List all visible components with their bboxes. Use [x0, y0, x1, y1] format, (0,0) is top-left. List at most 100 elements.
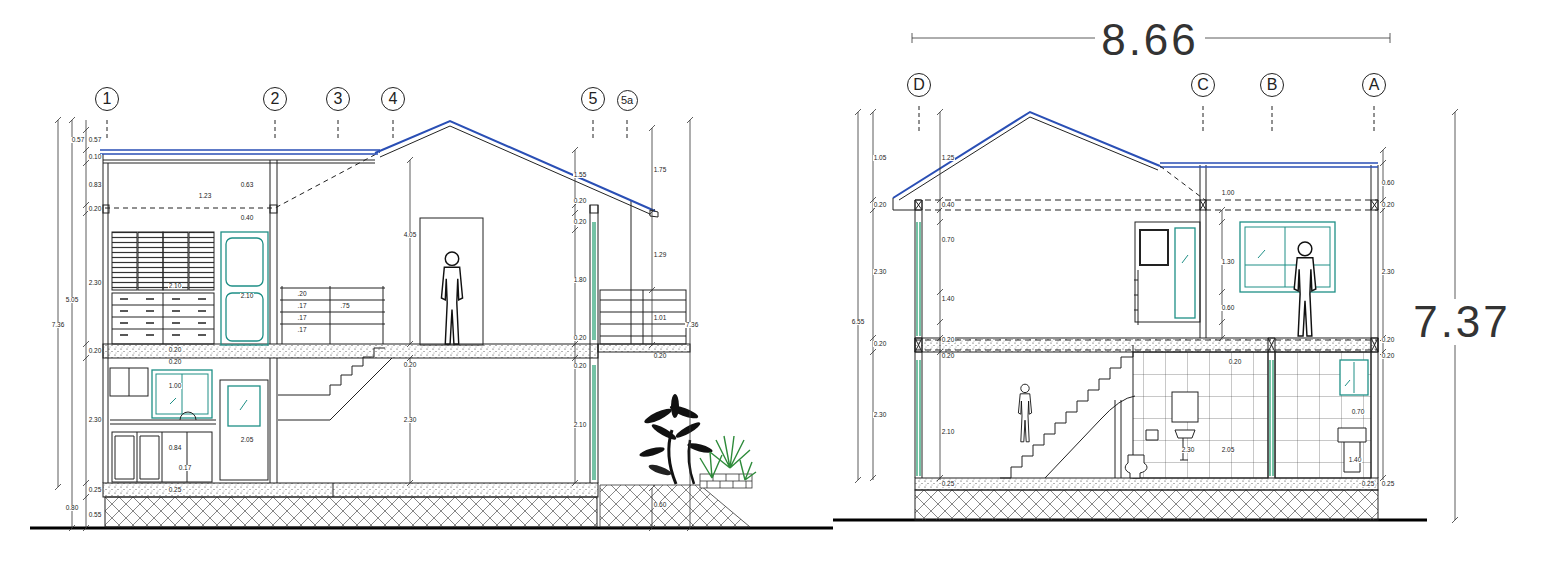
dimension-line [83, 147, 89, 153]
dimension-line [407, 480, 413, 486]
dimension-line [937, 219, 943, 225]
plants [639, 445, 666, 458]
left-section [280, 286, 385, 344]
dimension-text: .17 [296, 315, 307, 322]
dimension-text: 0.25 [1361, 481, 1376, 488]
dimension-text: 0.20 [168, 359, 183, 366]
grid-bubble: A [1362, 73, 1386, 97]
left-section [278, 348, 385, 395]
dimension-line [1452, 109, 1458, 115]
dimension-text: 2.10 [573, 422, 588, 429]
left-section [420, 218, 483, 345]
dimension-text: 0.25 [88, 487, 103, 494]
dimension-text: 0.60 [1221, 305, 1236, 312]
right-section [1135, 222, 1200, 322]
dimension-line [858, 112, 859, 480]
right-section [1146, 430, 1158, 440]
dimension-line [649, 525, 655, 531]
dimension-line [1452, 517, 1458, 523]
dimension-text: .17 [296, 327, 307, 334]
left-section [129, 368, 130, 396]
right-section [1134, 270, 1138, 325]
right-section [915, 338, 1378, 352]
dimension-text: 1.29 [653, 252, 668, 259]
left-section [590, 205, 598, 213]
dimension-text: 2.30 [88, 280, 103, 287]
dimension-text: 1.01 [653, 315, 668, 322]
dimension-line [1380, 147, 1386, 153]
right-section [893, 112, 1378, 520]
dimension-text: 0.20 [941, 353, 956, 360]
grid-label: C [1197, 77, 1209, 93]
dimension-text: 2.05 [1221, 447, 1236, 454]
dimension-line [912, 33, 913, 43]
dimension-text: 0.20 [941, 337, 956, 344]
dimension-text: 2.30 [1181, 447, 1196, 454]
dimension-line [572, 355, 578, 361]
dimension-text: 0.57 [71, 137, 86, 144]
dimension-line [407, 157, 413, 163]
dimension-text: 1.55 [573, 172, 588, 179]
left-section [103, 205, 109, 213]
dimension-text: 2.10 [240, 293, 255, 300]
right-section [1340, 360, 1368, 395]
dimension-line [410, 160, 411, 344]
right-section [1182, 255, 1188, 263]
left-section [228, 386, 260, 426]
plants [674, 420, 702, 440]
left-section [105, 152, 380, 208]
dimension-text: 0.25 [941, 481, 956, 488]
left-section [380, 126, 650, 214]
left-section [103, 154, 631, 497]
left-section [270, 205, 277, 213]
dimension-text: 6.55 [851, 319, 866, 326]
dimension-line [1380, 160, 1386, 166]
dimension-text: .17 [296, 303, 307, 310]
plants [648, 463, 673, 478]
left-section [112, 432, 212, 482]
dimension-line [572, 210, 578, 216]
dimension-text: 0.25 [168, 487, 183, 494]
dimension-line [407, 341, 413, 347]
dimension-text: 0.20 [573, 219, 588, 226]
dimension-line [55, 484, 61, 490]
left-section [650, 210, 658, 217]
left-section [593, 222, 595, 480]
right-section [1240, 222, 1335, 292]
dimension-line [649, 209, 655, 215]
left-section [180, 412, 196, 420]
dimension-text: 0.20 [1228, 359, 1243, 366]
plants [700, 436, 756, 480]
dimension-line [937, 109, 943, 115]
grid-bubble: B [1260, 73, 1284, 97]
left-section [112, 232, 137, 290]
overall-dimension: 8.66 [1095, 17, 1205, 63]
dimension-text: 1.23 [198, 193, 213, 200]
left-section [240, 400, 247, 410]
grid-axis-ticks [107, 106, 1374, 140]
dimension-text: 0.60 [1381, 180, 1396, 187]
dimension-text: 0.20 [1381, 353, 1396, 360]
dimension-line [83, 341, 89, 347]
dimension-text: 0.63 [240, 182, 255, 189]
dimension-line [1390, 33, 1391, 43]
dimension-text: 5.05 [65, 297, 80, 304]
grid-axis-ticks [107, 120, 627, 140]
dimension-text: 0.83 [88, 182, 103, 189]
dimension-line [83, 480, 89, 486]
right-section [1018, 384, 1031, 442]
dimension-line [572, 480, 578, 486]
right-section [915, 478, 1378, 490]
dimension-text: 0.17 [178, 465, 193, 472]
dimension-line [937, 319, 943, 325]
dimension-line [83, 355, 89, 361]
dimension-text: 0.20 [653, 353, 668, 360]
dimension-line [1219, 319, 1225, 325]
dimension-text: 1.25 [941, 155, 956, 162]
plants [700, 452, 722, 478]
dimension-text: 0.20 [403, 362, 418, 369]
right-section [1245, 227, 1330, 287]
right-section [915, 200, 1378, 210]
right-section [1345, 362, 1354, 393]
